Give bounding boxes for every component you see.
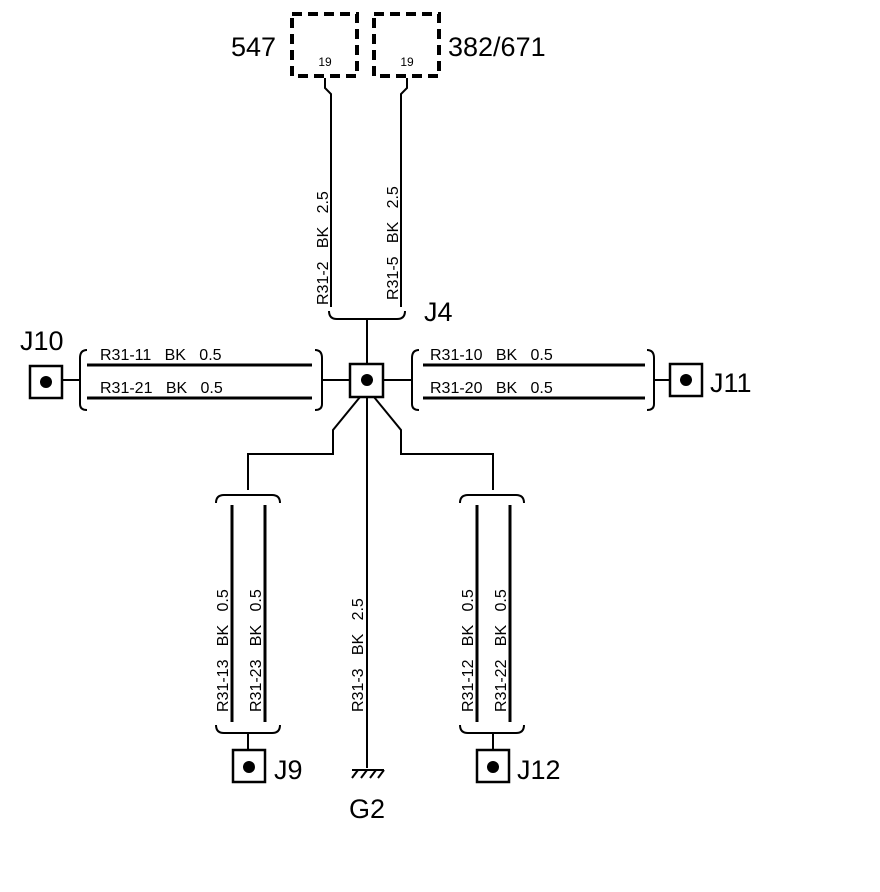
wire-r31-3-label: R31-3 BK 2.5 [350,598,367,712]
terminal-j9-dot [243,761,255,773]
wire-r31-10-label: R31-10 BK 0.5 [430,347,553,364]
wire-r31-13-label: R31-13 BK 0.5 [215,589,232,712]
wire-r31-23[interactable]: R31-23 BK 0.5 [248,505,267,722]
lower-right-bracket-bottom [459,724,525,734]
terminal-j9-label: J9 [274,755,303,785]
wire-r31-11[interactable]: R31-11 BK 0.5 [87,347,312,367]
connector-382-671-outline [372,12,441,78]
ground-icon [351,769,385,779]
terminal-j11[interactable]: J11 [668,362,752,398]
connector-382-671[interactable]: 19 382/671 [372,12,546,78]
terminal-j11-dot [680,374,692,386]
terminal-j10[interactable]: J10 [20,326,64,400]
terminal-j11-label: J11 [710,368,752,398]
left-bracket-splice [314,349,323,411]
wire-r31-22[interactable]: R31-22 BK 0.5 [493,505,512,722]
wire-r31-20[interactable]: R31-20 BK 0.5 [423,380,645,400]
wire-r31-11-label: R31-11 BK 0.5 [100,347,222,364]
wire-r31-13[interactable]: R31-13 BK 0.5 [215,505,234,722]
wire-r31-5-label: R31-5 BK 2.5 [385,186,402,300]
terminal-j10-label: J10 [20,326,64,356]
right-bracket-terminal [646,349,655,411]
connector-547[interactable]: 19 547 [231,12,359,78]
terminal-j12-dot [487,761,499,773]
wire-r31-23-label: R31-23 BK 0.5 [248,589,265,712]
wire-r31-10[interactable]: R31-10 BK 0.5 [423,347,645,367]
right-bracket-splice [411,349,420,411]
wire-r31-12[interactable]: R31-12 BK 0.5 [460,505,479,722]
wire-r31-2[interactable]: R31-2 BK 2.5 [315,78,332,307]
ground-g2-label: G2 [349,794,385,824]
lower-left-bracket-bottom [215,724,281,734]
splice-j4-dot [361,374,373,386]
wire-r31-12-label: R31-12 BK 0.5 [460,589,477,712]
wire-r31-21-label: R31-21 BK 0.5 [100,380,223,397]
connector-382-671-label: 382/671 [448,32,546,62]
terminal-j12[interactable]: J12 [475,748,561,785]
branch-to-j9 [247,396,361,490]
wire-r31-20-label: R31-20 BK 0.5 [430,380,553,397]
terminal-j9[interactable]: J9 [231,748,303,785]
lower-right-bracket-top [459,494,525,504]
lower-left-bracket-top [215,494,281,504]
terminal-j10-dot [40,376,52,388]
wire-r31-3[interactable]: R31-3 BK 2.5 [350,598,367,712]
connector-382-671-pin: 19 [400,55,414,69]
branch-to-j12 [373,396,494,490]
left-bracket-terminal [79,349,88,411]
wire-r31-21[interactable]: R31-21 BK 0.5 [87,380,312,400]
connector-547-outline [290,12,359,78]
wire-r31-2-label: R31-2 BK 2.5 [315,191,332,305]
wire-r31-22-label: R31-22 BK 0.5 [493,589,510,712]
splice-j4-label: J4 [424,297,453,327]
wire-r31-5[interactable]: R31-5 BK 2.5 [385,78,408,307]
ground-g2[interactable]: G2 [349,769,385,824]
terminal-j12-label: J12 [517,755,561,785]
connector-547-pin: 19 [318,55,332,69]
top-wire-bracket [328,310,406,320]
connector-547-label: 547 [231,32,276,62]
